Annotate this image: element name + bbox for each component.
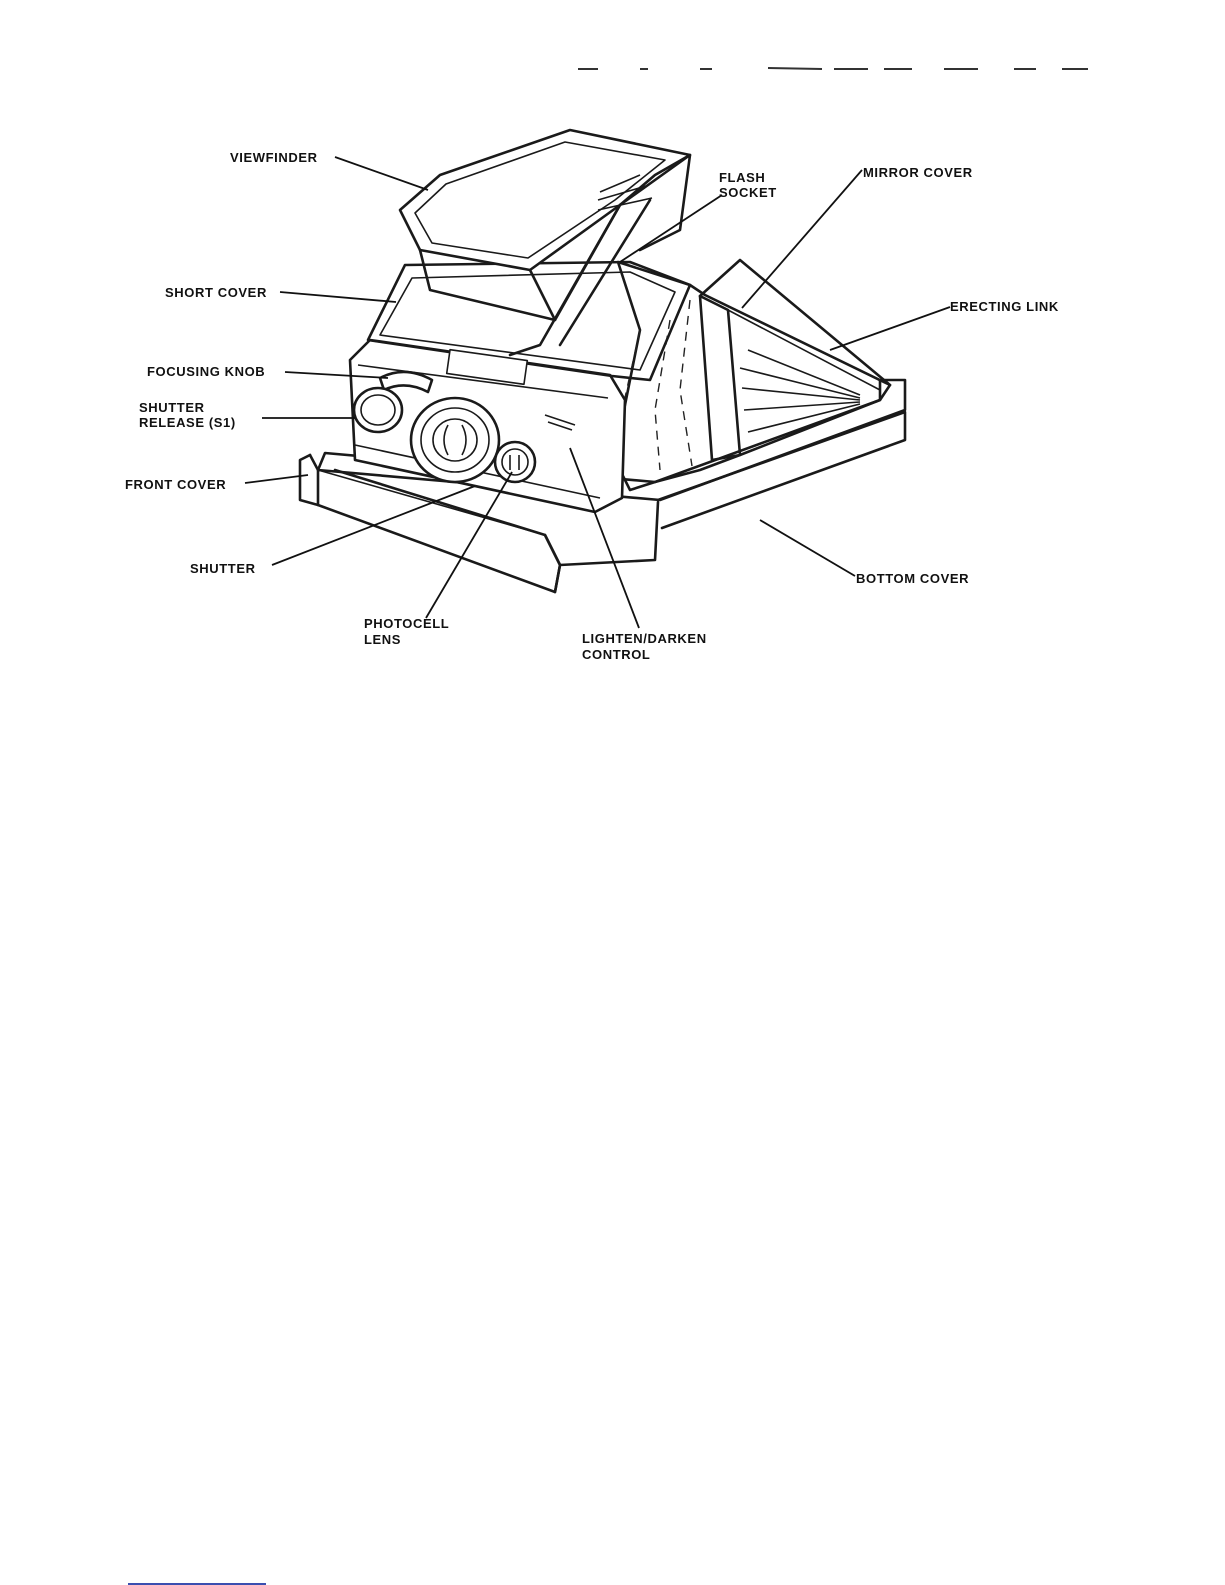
label-flash-socket-line1: FLASH [719, 170, 765, 185]
viewfinder-shape [400, 130, 690, 355]
label-viewfinder: VIEWFINDER [230, 150, 318, 165]
label-mirror-cover: MIRROR COVER [863, 165, 973, 180]
label-photocell-lens-line1: PHOTOCELL [364, 616, 449, 631]
label-erecting-link: ERECTING LINK [950, 299, 1059, 314]
label-bottom-cover: BOTTOM COVER [856, 571, 969, 586]
label-focusing-knob: FOCUSING KNOB [147, 364, 265, 379]
shutter-release-shape [354, 388, 402, 432]
label-shutter-release-line2: RELEASE (S1) [139, 415, 236, 430]
photocell-shape [495, 442, 535, 482]
label-lighten-darken-line2: CONTROL [582, 647, 650, 662]
label-shutter-release-line1: SHUTTER [139, 400, 205, 415]
label-front-cover: FRONT COVER [125, 477, 226, 492]
label-short-cover: SHORT COVER [165, 285, 267, 300]
lens-shape [411, 398, 499, 482]
camera-illustration [300, 130, 905, 592]
label-photocell-lens-line2: LENS [364, 632, 401, 647]
label-lighten-darken-line1: LIGHTEN/DARKEN [582, 631, 707, 646]
label-shutter: SHUTTER [190, 561, 256, 576]
scan-artifact-top [578, 68, 1088, 69]
label-flash-socket-line2: SOCKET [719, 185, 777, 200]
